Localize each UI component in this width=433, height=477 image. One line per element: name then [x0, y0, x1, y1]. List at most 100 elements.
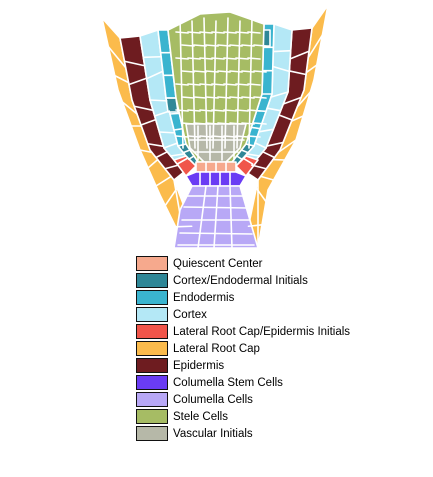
legend-swatch — [136, 290, 168, 305]
cell-wall — [205, 96, 219, 99]
cell-wall — [181, 96, 195, 99]
cell-wall — [289, 50, 310, 60]
legend-label: Vascular Initials — [173, 428, 253, 440]
cell-wall — [247, 83, 261, 86]
cell-wall — [247, 57, 261, 60]
cell-wall — [235, 83, 249, 86]
cell-wall — [217, 70, 231, 73]
cell-wall — [253, 70, 267, 73]
cell-wall — [278, 114, 293, 121]
legend-swatch — [136, 358, 168, 373]
cell-wall — [245, 143, 255, 147]
cell-wall — [169, 153, 186, 157]
cell-wall — [187, 57, 201, 60]
cell-wall — [197, 185, 207, 249]
legend-item-lateral-root-cap: Lateral Root Cap — [136, 341, 386, 358]
cell-wall — [139, 149, 153, 154]
cell-wall — [277, 139, 297, 154]
cell-wall — [193, 96, 207, 99]
cell-wall — [173, 127, 184, 131]
cell-wall — [164, 187, 178, 207]
cell-wall — [296, 91, 312, 108]
legend-swatch — [136, 375, 168, 390]
legend-swatch — [136, 392, 168, 407]
cell-wall — [146, 142, 165, 148]
cell-wall — [175, 83, 189, 86]
cell-wall — [241, 70, 255, 73]
cell-wall — [199, 57, 213, 60]
cell-wall — [121, 101, 138, 115]
cell-wall — [305, 64, 318, 74]
legend-label: Cortex/Endodermal Initials — [173, 275, 308, 287]
cell-wall — [177, 143, 187, 147]
legend-item-stele-cells: Stele Cells — [136, 409, 386, 426]
cell-walls — [107, 17, 324, 249]
cell-wall — [179, 232, 253, 235]
cell-wall — [147, 158, 159, 169]
cell-wall — [250, 126, 261, 130]
cell-wall — [199, 109, 213, 112]
cell-wall — [241, 44, 255, 47]
legend-swatch — [136, 307, 168, 322]
cell-wall — [235, 31, 249, 34]
cell-wall — [288, 70, 307, 76]
cell-wall — [235, 135, 249, 138]
cell-wall — [211, 31, 225, 34]
cell-wall — [235, 57, 249, 60]
cell-wall — [229, 96, 243, 99]
cell-wall — [203, 17, 208, 149]
cell-wall — [163, 142, 179, 149]
legend-item-quiescent-center: Quiescent Center — [136, 256, 386, 273]
cell-wall — [259, 175, 275, 181]
cell-wall — [229, 44, 243, 47]
cell-wall — [229, 70, 243, 73]
cell-wall — [145, 70, 164, 80]
cell-wall — [128, 77, 148, 86]
cell-wall — [261, 151, 276, 159]
cell-wall — [181, 122, 195, 125]
cell-wall — [282, 96, 302, 105]
cell-wall — [199, 31, 213, 34]
cell-wall — [213, 185, 219, 249]
cell-wall — [253, 122, 267, 125]
cell-wall — [229, 122, 243, 125]
legend-label: Columella Cells — [173, 394, 253, 406]
legend-item-cortex: Cortex — [136, 307, 386, 324]
cell-wall — [155, 175, 172, 187]
cell-wall — [193, 70, 207, 73]
legend-item-epidermis: Epidermis — [136, 358, 386, 375]
cell-wall — [175, 135, 189, 138]
cell-wall — [174, 225, 193, 228]
cell-wall — [123, 60, 146, 67]
cell-wall — [181, 70, 195, 73]
root-tip-diagram — [101, 4, 329, 249]
cell-wall — [217, 122, 231, 125]
lrc-epidermis-initials-right — [235, 155, 259, 177]
cell-wall — [229, 185, 233, 249]
legend-label: Columella Stem Cells — [173, 377, 283, 389]
cell-wall — [241, 122, 255, 125]
cell-wall — [193, 44, 207, 47]
cell-wall — [199, 83, 213, 86]
legend-label: Stele Cells — [173, 411, 228, 423]
cell-wall — [179, 17, 184, 149]
cell-wall — [205, 70, 219, 73]
cell-wall — [247, 224, 263, 228]
cell-wall — [241, 96, 255, 99]
lrc-epidermis-initials-left — [173, 155, 197, 177]
legend-swatch — [136, 341, 168, 356]
legend-item-columella-cells: Columella Cells — [136, 392, 386, 409]
cell-wall — [114, 74, 130, 84]
legend-swatch — [136, 273, 168, 288]
cell-wall — [223, 109, 237, 112]
cell-wall — [169, 112, 181, 115]
cell-wall — [205, 44, 219, 47]
cell-wall — [258, 128, 275, 133]
cell-wall — [164, 164, 180, 170]
cell-wall — [272, 49, 292, 53]
cell-wall — [142, 55, 162, 59]
cell-wall — [254, 142, 267, 149]
cell-wall — [175, 57, 189, 60]
legend-item-lateral-root-cap-epidermis-initials: Lateral Root Cap/Epidermis Initials — [136, 324, 386, 341]
